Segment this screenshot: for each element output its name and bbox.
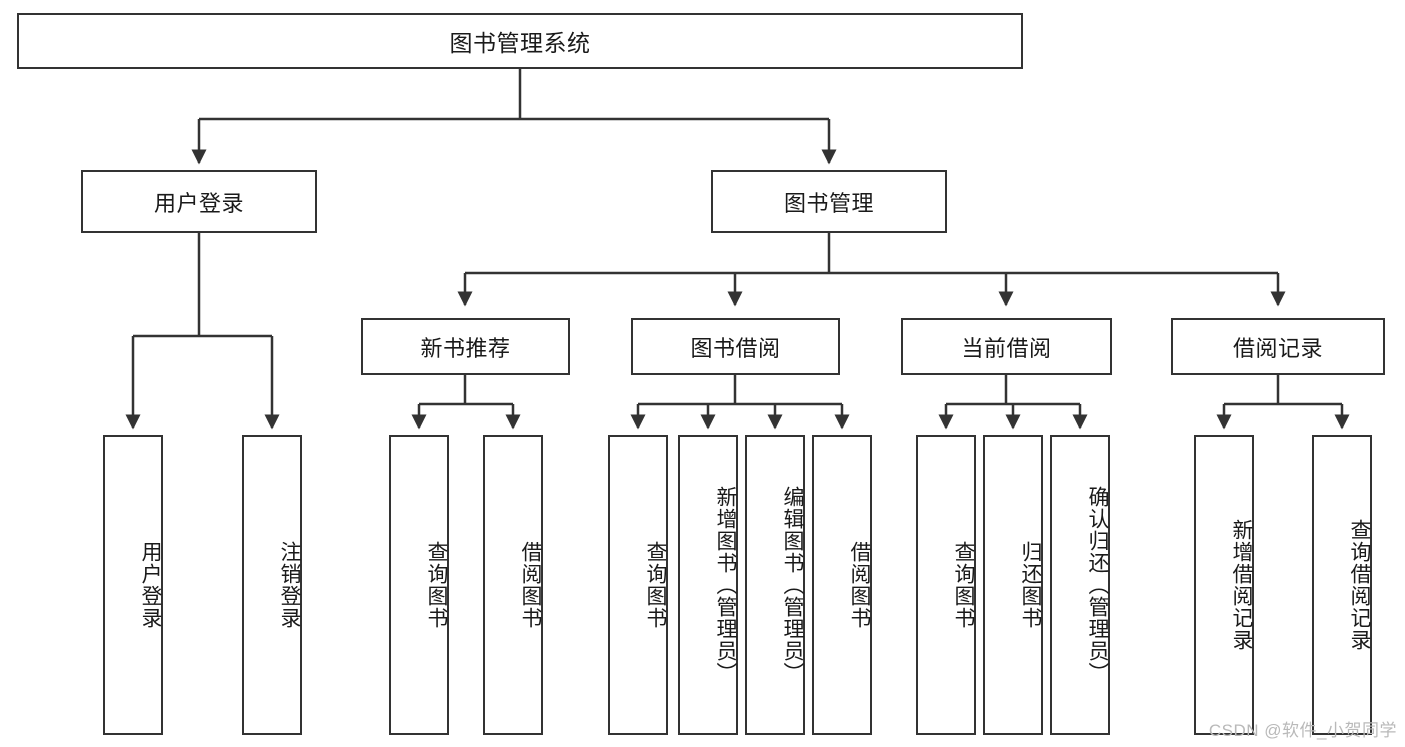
- leaf-book-borrow-add[interactable]: 新增图书（管理员）: [678, 435, 738, 735]
- leaf-current-borrow-confirm-return[interactable]: 确认归还（管理员）: [1050, 435, 1110, 735]
- node-label: 新增借阅记录: [1230, 519, 1253, 651]
- node-label: 确认归还（管理员）: [1086, 486, 1109, 684]
- node-user-login[interactable]: 用户登录: [81, 170, 317, 233]
- node-label: 图书借阅: [690, 335, 781, 361]
- leaf-borrow-record-query[interactable]: 查询借阅记录: [1312, 435, 1372, 735]
- leaf-new-book-borrow[interactable]: 借阅图书: [483, 435, 543, 735]
- node-label: 图书管理: [783, 190, 874, 216]
- node-current-borrow[interactable]: 当前借阅: [901, 318, 1112, 375]
- leaf-new-book-query[interactable]: 查询图书: [389, 435, 449, 735]
- node-label: 当前借阅: [961, 335, 1052, 361]
- leaf-user-login-login[interactable]: 用户登录: [103, 435, 163, 735]
- node-borrow-record[interactable]: 借阅记录: [1171, 318, 1385, 375]
- node-book-borrow[interactable]: 图书借阅: [631, 318, 840, 375]
- node-label: 查询图书: [425, 541, 448, 629]
- node-label: 注销登录: [278, 541, 301, 629]
- node-label: 借阅记录: [1232, 335, 1323, 361]
- node-label: 用户登录: [139, 541, 162, 629]
- node-new-book-recommend[interactable]: 新书推荐: [361, 318, 570, 375]
- leaf-book-borrow-borrow[interactable]: 借阅图书: [812, 435, 872, 735]
- node-label: 用户登录: [153, 190, 244, 216]
- node-label: 新书推荐: [420, 335, 511, 361]
- leaf-user-login-logout[interactable]: 注销登录: [242, 435, 302, 735]
- node-root-system[interactable]: 图书管理系统: [17, 13, 1023, 69]
- node-label: 查询图书: [644, 541, 667, 629]
- node-label: 新增图书（管理员）: [714, 486, 737, 684]
- node-book-management[interactable]: 图书管理: [711, 170, 947, 233]
- leaf-current-borrow-return[interactable]: 归还图书: [983, 435, 1043, 735]
- node-label: 借阅图书: [519, 541, 542, 629]
- leaf-book-borrow-edit[interactable]: 编辑图书（管理员）: [745, 435, 805, 735]
- node-label: 归还图书: [1019, 541, 1042, 629]
- node-label: 图书管理系统: [449, 30, 591, 56]
- node-label: 查询图书: [952, 541, 975, 629]
- leaf-book-borrow-query[interactable]: 查询图书: [608, 435, 668, 735]
- node-label: 借阅图书: [848, 541, 871, 629]
- leaf-borrow-record-add[interactable]: 新增借阅记录: [1194, 435, 1254, 735]
- watermark: CSDN @软件_小贺同学: [1208, 721, 1397, 740]
- node-label: 查询借阅记录: [1348, 519, 1371, 651]
- node-label: 编辑图书（管理员）: [781, 486, 804, 684]
- leaf-current-borrow-query[interactable]: 查询图书: [916, 435, 976, 735]
